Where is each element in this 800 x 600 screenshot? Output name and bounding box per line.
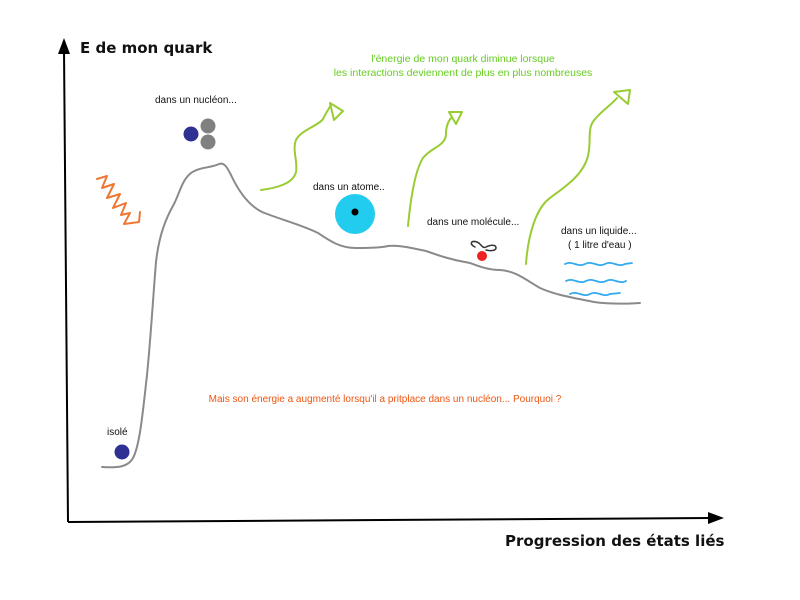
liquid-note: ( 1 litre d'eau ) bbox=[568, 240, 632, 251]
energy-release-arrow-icon bbox=[408, 117, 452, 226]
x-axis-arrow-icon bbox=[708, 512, 724, 524]
nucleon-icon bbox=[184, 119, 216, 150]
x-axis bbox=[68, 518, 710, 522]
y-axis bbox=[64, 50, 68, 522]
decrease-note-line1: l'énergie de mon quark diminue lorsque bbox=[371, 53, 555, 65]
molecule-label: dans une molécule... bbox=[427, 217, 519, 228]
y-axis-arrow-icon bbox=[58, 38, 70, 54]
other-quark-top bbox=[201, 119, 216, 134]
water-wave bbox=[566, 280, 626, 282]
nucleon-label: dans un nucléon... bbox=[155, 95, 237, 106]
y-axis-label: E de mon quark bbox=[80, 39, 213, 57]
energy-release-arrow-icon bbox=[261, 105, 331, 190]
quark-in-nucleon bbox=[184, 127, 199, 142]
decrease-note-line2: les interactions deviennent de plus en p… bbox=[334, 67, 593, 79]
water-waves-icon bbox=[565, 263, 632, 295]
isolated-quark bbox=[115, 445, 130, 460]
other-quark-bottom bbox=[201, 135, 216, 150]
molecule-icon bbox=[471, 241, 496, 261]
atom-label: dans un atome.. bbox=[313, 182, 385, 193]
energy-release-arrowhead-icon bbox=[614, 90, 630, 104]
water-wave bbox=[565, 263, 632, 265]
x-axis-label: Progression des états liés bbox=[505, 532, 725, 550]
atom-nucleus bbox=[352, 209, 359, 216]
isolated-label: isolé bbox=[107, 427, 128, 438]
molecule-bonds bbox=[471, 241, 496, 250]
energy-input-zigzag-icon bbox=[97, 176, 140, 224]
water-wave bbox=[570, 293, 620, 295]
liquid-label: dans un liquide... bbox=[561, 226, 637, 237]
energy-release-arrowhead-icon bbox=[330, 103, 343, 120]
question-note: Mais son énergie a augmenté lorsqu'il a … bbox=[209, 394, 562, 405]
molecule-atom bbox=[477, 251, 487, 261]
